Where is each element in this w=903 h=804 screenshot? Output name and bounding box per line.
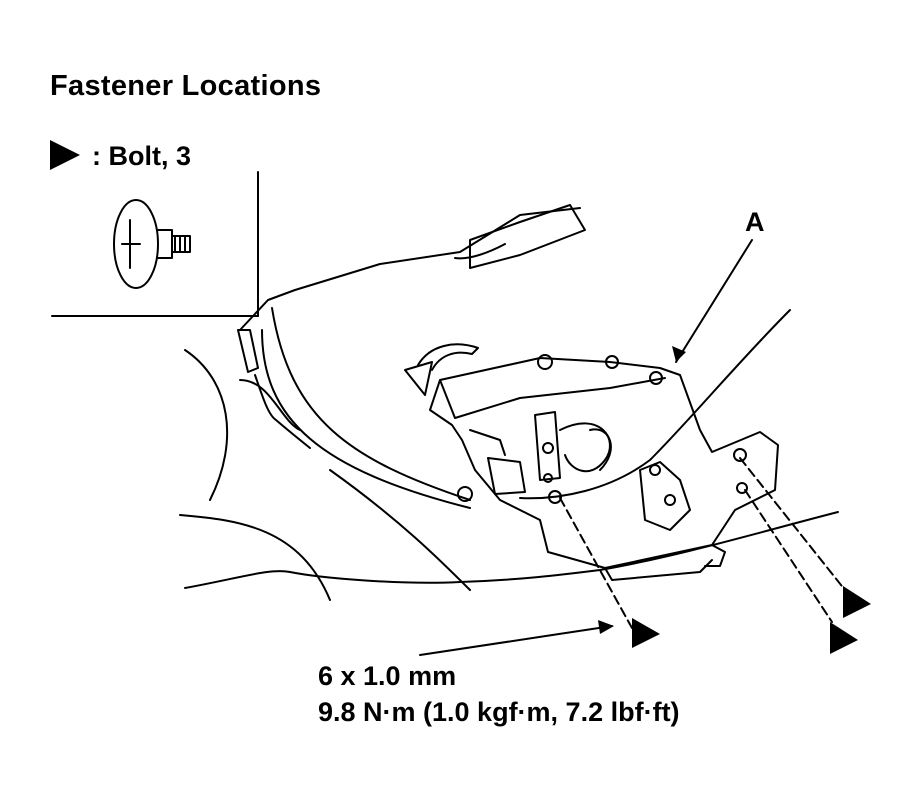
- callout-a-arrowhead-icon: [672, 346, 686, 362]
- hood-latch-assembly: [429, 354, 779, 581]
- bolt-icon: [113, 199, 191, 289]
- bolt-size-spec: 6 x 1.0 mm: [318, 661, 457, 691]
- bolt-arrow-3-icon: [843, 586, 871, 618]
- bolt-arrow-1-icon: [632, 618, 660, 648]
- callout-a-leader-line: [675, 239, 753, 363]
- body-panel-line: [184, 511, 839, 589]
- rotation-arrow-head-icon: [404, 361, 433, 396]
- torque-spec: 9.8 N·m (1.0 kgf·m, 7.2 lbf·ft): [318, 697, 680, 727]
- rotation-arrow-icon: [417, 343, 479, 371]
- bolt-arrow-3: [739, 457, 871, 618]
- bolt-inset: [51, 171, 259, 317]
- release-cable: [519, 309, 791, 500]
- legend-text: : Bolt, 3: [92, 141, 191, 171]
- bolt-arrow-1: [559, 497, 660, 648]
- bolt-arrow-2: [744, 489, 858, 654]
- bolt-arrow-2-icon: [830, 622, 858, 654]
- spec-leader-arrowhead-icon: [598, 620, 614, 634]
- diagram-title: Fastener Locations: [50, 70, 322, 102]
- callout-label-a: A: [745, 207, 765, 237]
- spec-leader-line: [419, 625, 613, 656]
- bumper-outline: [179, 204, 586, 601]
- bolt-legend-arrow-icon: [50, 140, 80, 170]
